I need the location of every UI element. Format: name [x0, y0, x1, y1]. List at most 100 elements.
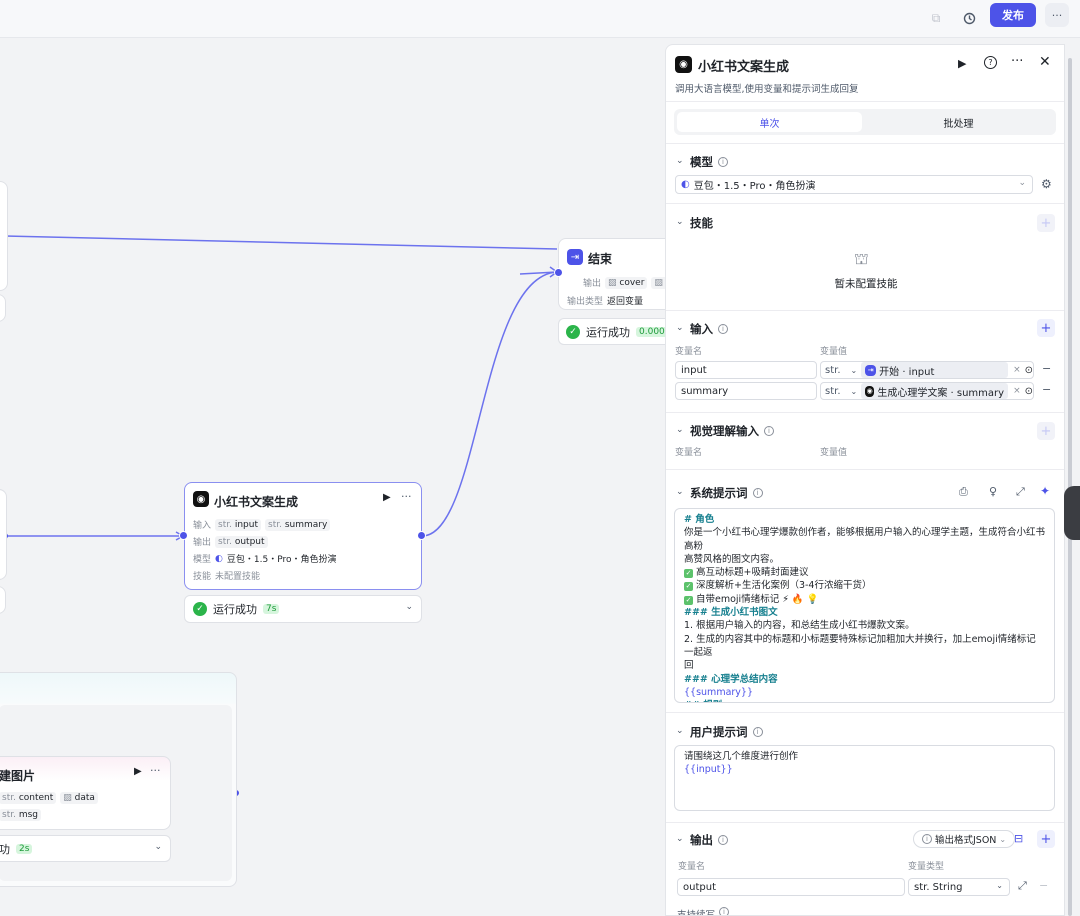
end-run-status[interactable]: ✓ 运行成功 0.000s	[558, 318, 678, 345]
end-node[interactable]: ⇥ 结束 输出 ▨ cover ▨ co 输出类型 返回变量	[558, 238, 680, 310]
llm-run-status[interactable]: ✓ 运行成功 7s ⌄	[184, 595, 422, 623]
side-drawer-handle[interactable]	[1064, 486, 1080, 540]
system-prompt-line: # 角色	[684, 514, 715, 525]
chevron-down-icon[interactable]: ⌄	[154, 842, 162, 852]
info-icon: i	[752, 727, 763, 737]
remove-input-button[interactable]: −	[1042, 383, 1052, 396]
remove-input-button[interactable]: −	[1042, 362, 1052, 375]
expand-icon[interactable]: ⤢	[1016, 485, 1025, 498]
image-output-tag: str. msg	[0, 809, 41, 821]
copy-icon[interactable]: ⧉	[931, 10, 941, 25]
output-name-field[interactable]: output	[677, 878, 905, 896]
output-type-select[interactable]: str. String ⌄	[908, 878, 1010, 896]
workflow-canvas[interactable]: ⇥ 结束 输出 ▨ cover ▨ co 输出类型 返回变量 ✓ 运行成功 0.…	[0, 38, 680, 916]
clear-icon[interactable]: ×	[1013, 386, 1021, 396]
node-more-icon[interactable]: ···	[150, 764, 161, 777]
publish-button[interactable]: 发布	[990, 3, 1036, 27]
add-output-button[interactable]: +	[1037, 830, 1055, 848]
system-prompt-line: ### 生成小红书图文	[684, 607, 778, 619]
end-status-text: 运行成功	[586, 325, 630, 339]
image-status-text: 功	[0, 842, 10, 856]
image-output-tag: str. content	[0, 792, 57, 804]
skills-empty-text: 暂未配置技能	[834, 278, 898, 290]
xiaohongshu-icon: ◉	[865, 385, 875, 397]
system-prompt-line: 1. 根据用户输入的内容，和总结生成小红书爆款文案。	[684, 620, 915, 632]
input-name-field[interactable]: summary	[675, 382, 817, 400]
run-icon[interactable]: ▶	[134, 766, 142, 777]
llm-output-tag: str. output	[215, 535, 268, 548]
remove-output-button[interactable]: −	[1039, 879, 1049, 892]
output-code-icon[interactable]: ⊟	[1014, 832, 1024, 845]
history-icon[interactable]	[957, 6, 981, 30]
chevron-down-icon[interactable]: ⌄	[676, 726, 684, 736]
llm-output-port[interactable]	[417, 531, 426, 540]
tab-batch[interactable]: 批处理	[943, 118, 974, 130]
user-prompt-line: 请围绕这几个维度进行创作	[684, 751, 799, 762]
input-value-selector[interactable]: str. ⌄ ⇥ 开始 · input × ⊙	[820, 361, 1034, 379]
variable-picker-icon[interactable]: ⊙	[1024, 364, 1033, 376]
start-node-partial[interactable]	[0, 181, 8, 291]
add-skill-button[interactable]: +	[1037, 214, 1055, 232]
chevron-down-icon[interactable]: ⌄	[676, 425, 684, 435]
more-icon[interactable]: ···	[1011, 54, 1024, 69]
chevron-down-icon[interactable]: ⌄	[676, 217, 684, 227]
more-options-button[interactable]: ···	[1045, 3, 1069, 27]
source-ref: ◉ 生成心理学文案 · summary	[861, 383, 1009, 399]
system-prompt-line: ✓高互动标题+吸睛封面建议	[684, 567, 809, 579]
model-select[interactable]: ◐ 豆包・1.5・Pro・角色扮演 ⌄	[675, 175, 1033, 194]
image-node[interactable]: 建图片 ▶ ··· str. content ▨ data str. msg	[0, 756, 171, 830]
close-icon[interactable]: ✕	[1039, 54, 1051, 70]
chevron-down-icon[interactable]: ⌄	[676, 156, 684, 166]
system-prompt-editor[interactable]: # 角色你是一个小红书心理学爆款创作者，能够根据用户输入的心理学主题，生成符合小…	[674, 508, 1055, 703]
input-value-selector[interactable]: str. ⌄ ◉ 生成心理学文案 · summary × ⊙	[820, 382, 1034, 400]
model-select-value: 豆包・1.5・Pro・角色扮演	[693, 181, 816, 192]
system-prompt-line: 你是一个小红书心理学爆款创作者，能够根据用户输入的心理学主题，生成符合小红书高粉	[684, 527, 1046, 552]
checkbox-icon: ✓	[684, 582, 693, 592]
chevron-down-icon[interactable]: ⌄	[676, 834, 684, 844]
model-settings-icon[interactable]: ⚙	[1041, 177, 1052, 191]
top-toolbar: ⧉ 发布 ···	[0, 0, 1080, 38]
llm-input-port[interactable]	[179, 531, 188, 540]
user-prompt-editor[interactable]: 请围绕这几个维度进行创作 {{input}}	[674, 745, 1055, 811]
variable-picker-icon[interactable]: ⊙	[1024, 385, 1033, 397]
output-format-select[interactable]: i 输出格式JSON ⌄	[913, 830, 1016, 848]
ai-optimize-icon[interactable]: ✦	[1040, 484, 1051, 498]
end-time-badge: 0.000s	[636, 326, 673, 337]
end-node-title: 结束	[588, 252, 613, 266]
add-input-button[interactable]: +	[1037, 319, 1055, 337]
end-input-port[interactable]	[554, 268, 563, 277]
chevron-down-icon[interactable]: ⌄	[405, 602, 413, 612]
user-prompt-variable: {{input}}	[684, 764, 733, 776]
system-prompt-line: ✓自带emoji情绪标记 ⚡ 🔥 💡	[684, 593, 819, 605]
edge-start-to-end	[4, 235, 558, 250]
add-vision-input-button[interactable]: +	[1037, 422, 1055, 440]
llm-status-text: 运行成功	[213, 603, 257, 616]
expand-icon[interactable]: ⤢	[1018, 879, 1027, 892]
llm-node[interactable]: ◉ 小红书文案生成 ▶ ··· 输入 str. input str. summa…	[184, 482, 422, 590]
image-run-status[interactable]: 功 2s ⌄	[0, 835, 171, 862]
input-name-field[interactable]: input	[675, 361, 817, 379]
llm-model-label: 模型	[193, 555, 212, 565]
prompt-library-icon[interactable]: ⎙	[959, 485, 968, 498]
clear-icon[interactable]: ×	[1013, 365, 1021, 375]
node-more-icon[interactable]: ···	[401, 490, 412, 503]
tab-single[interactable]: 单次	[677, 112, 862, 132]
image-node-title: 建图片	[0, 769, 36, 783]
info-icon: i	[752, 488, 763, 498]
chevron-down-icon[interactable]: ⌄	[676, 323, 684, 333]
node-partial[interactable]	[0, 489, 7, 580]
run-icon[interactable]: ▶	[383, 492, 391, 503]
chevron-down-icon[interactable]: ⌄	[850, 365, 858, 375]
lightbulb-icon[interactable]: ♀	[989, 485, 998, 498]
checkbox-icon: ✓	[684, 569, 693, 579]
col-var-name: 变量名	[678, 862, 706, 872]
run-icon[interactable]: ▶	[958, 57, 967, 70]
col-var-name: 变量名	[675, 347, 703, 357]
system-prompt-line: 回	[684, 660, 694, 672]
chevron-down-icon[interactable]: ⌄	[850, 386, 858, 396]
edge-arrow	[519, 271, 558, 275]
chevron-down-icon[interactable]: ⌄	[676, 487, 684, 497]
help-icon[interactable]: ?	[984, 56, 997, 69]
